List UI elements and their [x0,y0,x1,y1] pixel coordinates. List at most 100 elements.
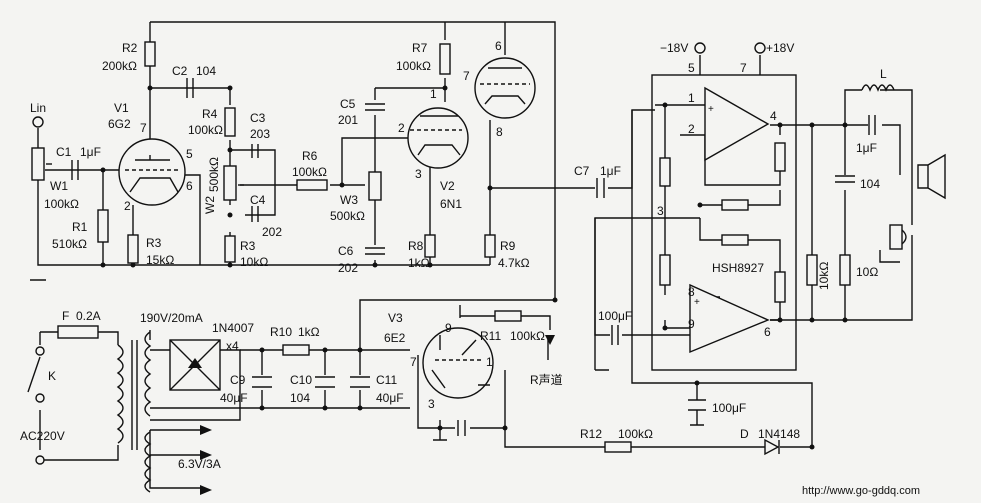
c11-value: 40μF [376,391,404,405]
tr2-label: 6.3V/3A [178,457,221,471]
r3a-resistor [127,234,139,264]
r2-value: 200kΩ [102,59,137,73]
r3b-resistor [224,235,236,263]
chip-label: HSH8927 [712,261,764,275]
rl-label: 10kΩ [817,262,831,290]
c1-capacitor [71,160,79,180]
c7-value: 1μF [600,164,621,178]
c9-capacitor [252,376,272,388]
chip-res-d [721,234,749,246]
v2-tube-icon [407,107,469,169]
ground-icon [30,279,704,441]
r8-resistor [424,234,436,258]
inductor-label: L [880,67,887,81]
switch-label: K [48,369,56,383]
v3-pin7: 7 [410,355,417,369]
w1-value: 100kΩ [44,197,79,211]
w1-potentiometer [31,147,45,181]
v3-pin1: 1 [486,355,493,369]
r6-value: 100kΩ [292,165,327,179]
r10ohm-label: 10Ω [856,265,878,279]
arrows [200,250,900,495]
r8-label: R8 [408,239,424,253]
r4-value: 100kΩ [188,123,223,137]
v3-pin3: 3 [428,397,435,411]
v1-pin7: 7 [140,121,147,135]
r7-resistor [439,43,451,75]
c104-capacitor [835,175,855,183]
r12-resistor [604,441,632,453]
v1-pin6: 6 [186,179,193,193]
c5-value: 201 [338,113,358,127]
chip-res-a [659,157,671,187]
pin5-label: 5 [688,61,695,75]
transformer-secondary-icon [144,331,152,417]
c6-label: C6 [338,244,354,258]
pin3-label: 3 [657,204,664,218]
c4-capacitor [251,206,259,222]
c3-label: C3 [250,111,266,125]
v2-pin2: 2 [398,121,405,135]
v2-label: V2 [440,179,455,193]
pin2-label: 2 [688,122,695,136]
r9-resistor [484,234,496,258]
fuse-value: 0.2A [76,309,101,323]
w2-potentiometer [223,165,237,201]
c6-capacitor [365,247,385,255]
r2-resistor [144,41,156,67]
v2b-tube-icon [474,57,536,119]
r11-resistor [494,310,522,322]
w2-label: W2 [203,196,217,214]
v3-type: 6E2 [384,331,406,345]
junction-dots [100,85,848,450]
r8-value: 1kΩ [408,256,430,270]
c7-label: C7 [574,164,590,178]
c7-capacitor [596,178,605,198]
v2-pin3: 3 [415,167,422,181]
url-watermark: http://www.go-gddq.com [802,485,920,497]
v2-pin8: 8 [496,125,503,139]
r9-value: 4.7kΩ [498,256,530,270]
v2-pin6: 6 [495,39,502,53]
ac-terminal-icon [35,455,45,465]
c104-label: 104 [860,177,880,191]
c6-value: 202 [338,261,358,275]
minus18-terminal-icon [694,42,706,54]
r6-resistor [296,179,328,191]
c2-value: 104 [196,64,216,78]
r2-label: R2 [122,41,138,55]
v2-type: 6N1 [440,197,462,211]
hsh8927-chip [651,74,797,371]
v3-cathode-cap [457,420,466,436]
diode-label: D [740,427,749,441]
v1-type: 6G2 [108,117,131,131]
c9-value: 40μF [220,391,248,405]
cb-label: 100μF [712,401,746,415]
r-channel-label: R声道 [530,373,563,387]
r10-resistor [282,344,310,356]
w3-label: W3 [340,193,358,207]
input-terminal-icon [32,116,44,128]
r10ohm-resistor [839,254,851,286]
r3a-value: 15kΩ [146,253,174,267]
v1-pin5: 5 [186,147,193,161]
components: + + [27,41,946,493]
r10-label: R10 [270,325,292,339]
inductor-icon [861,84,895,92]
bridge-label: 1N4007 [212,321,254,335]
svg-text:+: + [694,297,700,308]
w3-value: 500kΩ [330,209,365,223]
fuse-icon [57,325,99,339]
opamp-bottom-icon [689,283,770,354]
r1-value: 510kΩ [52,237,87,251]
diode-icon [764,438,780,456]
c4-value: 202 [262,225,282,239]
tr1-label: 190V/20mA [140,311,203,325]
plus18-label: +18V [766,41,794,55]
w2-value: 500kΩ [207,157,221,192]
w3-potentiometer [368,171,382,201]
c9-label: C9 [230,373,246,387]
lin-label: Lin [30,101,46,115]
chip-res-e [659,254,671,286]
